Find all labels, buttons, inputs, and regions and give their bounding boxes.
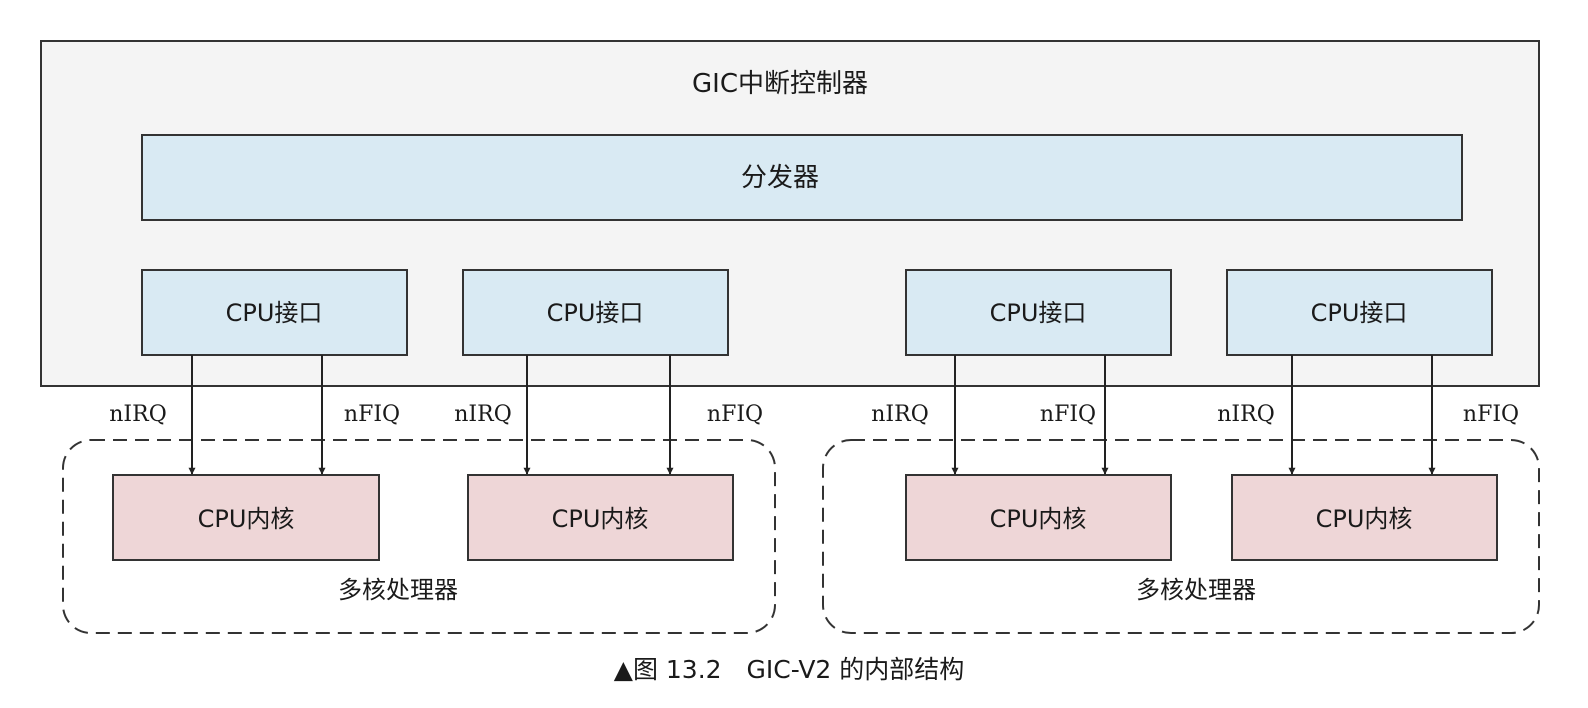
multicore-processor-box-2: [822, 439, 1540, 634]
cpu-core-box-2: [467, 474, 734, 561]
cpu-core-box-3: [905, 474, 1172, 561]
distributor-label: 分发器: [741, 163, 819, 193]
cpu-core-label-3: CPU内核: [990, 505, 1087, 533]
cpu-interface-label-2: CPU接口: [547, 299, 644, 327]
nirq-label-2: nIRQ: [454, 402, 511, 427]
cpu-interface-box-2: [462, 269, 729, 356]
cpu-interface-label-3: CPU接口: [990, 299, 1087, 327]
nirq-label-3: nIRQ: [871, 402, 928, 427]
cpu-interface-box-1: [141, 269, 408, 356]
cpu-core-box-1: [112, 474, 380, 561]
cpu-interface-box-3: [905, 269, 1172, 356]
cpu-core-label-2: CPU内核: [552, 505, 649, 533]
multicore-processor-label-1: 多核处理器: [338, 576, 458, 604]
nfiq-label-4: nFIQ: [1463, 402, 1519, 427]
cpu-interface-label-1: CPU接口: [226, 299, 323, 327]
nfiq-label-1: nFIQ: [344, 402, 400, 427]
nirq-label-4: nIRQ: [1217, 402, 1274, 427]
cpu-interface-box-4: [1226, 269, 1493, 356]
distributor-box: [141, 134, 1463, 221]
cpu-core-label-1: CPU内核: [198, 505, 295, 533]
nfiq-label-3: nFIQ: [1040, 402, 1096, 427]
figure-caption: ▲图 13.2 GIC-V2 的内部结构: [614, 655, 965, 684]
cpu-interface-label-4: CPU接口: [1311, 299, 1408, 327]
nirq-label-1: nIRQ: [109, 402, 166, 427]
cpu-core-label-4: CPU内核: [1316, 505, 1413, 533]
gic-controller-title: GIC中断控制器: [692, 69, 868, 99]
multicore-processor-label-2: 多核处理器: [1136, 576, 1256, 604]
cpu-core-box-4: [1231, 474, 1498, 561]
nfiq-label-2: nFIQ: [707, 402, 763, 427]
